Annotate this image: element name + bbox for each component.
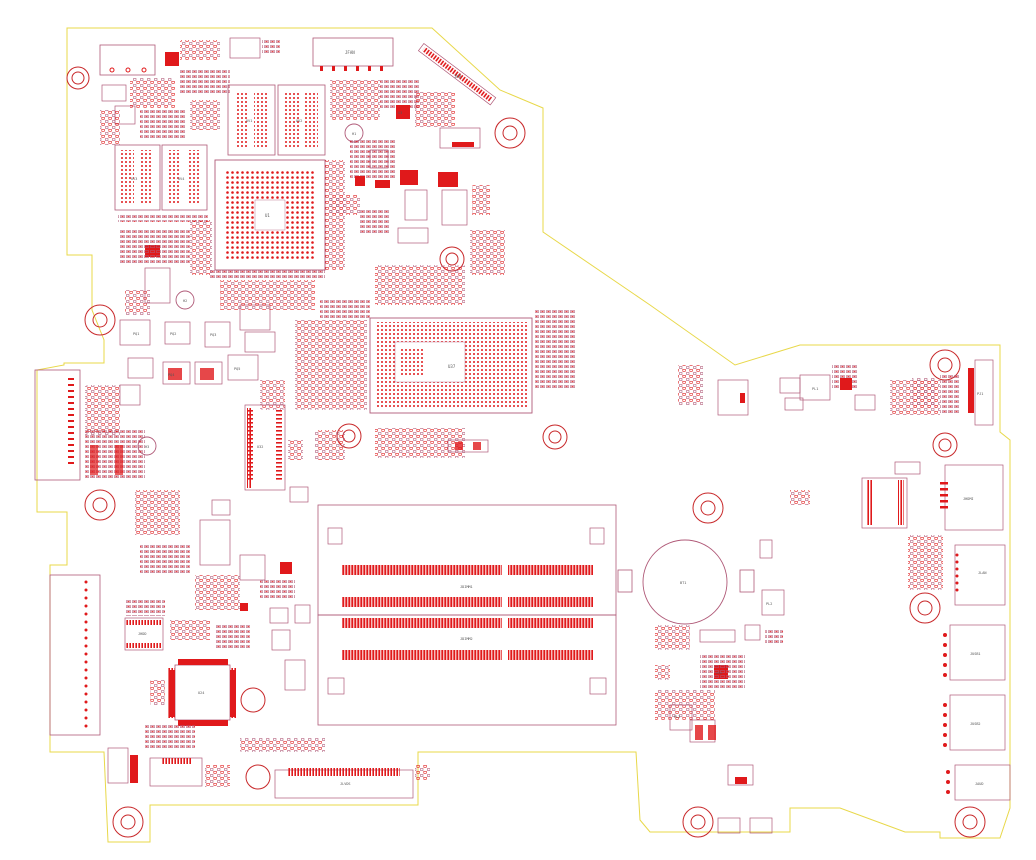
lan-label: JLAN (978, 571, 986, 575)
vram-4-label: UV4 (178, 177, 184, 181)
pch-label: U3 (398, 111, 402, 115)
mosfet-5-label: PQ5 (234, 367, 240, 371)
inductor-2-label: PL2 (766, 602, 772, 606)
power-jack (974, 359, 994, 426)
mosfet-1-label: PQ1 (133, 332, 139, 336)
power-jack-area (99, 44, 156, 76)
audio-jack-label: JAUD (975, 782, 983, 786)
inductor-3-label: PL3 (674, 715, 680, 719)
mosfet-4-label: PQ4 (168, 373, 174, 377)
sata-label: JHDD (138, 632, 146, 636)
lvds-label: JLVDS (340, 782, 351, 786)
cpu-label: U37 (448, 364, 456, 369)
usb-1-label: JUSB1 (970, 652, 981, 656)
board-outline (36, 27, 1011, 843)
keyboard-connector (417, 43, 497, 106)
usb-connector-1 (949, 624, 1006, 681)
inductor-1-label: PL1 (812, 387, 818, 391)
mosfet-2-label: PQ2 (170, 332, 176, 336)
hdmi-label: JHDMI (963, 497, 974, 501)
audio-jack (954, 764, 1011, 801)
power-chip-top (165, 52, 179, 66)
gpu-label: U1 (265, 213, 270, 218)
vram-2 (277, 84, 326, 156)
coin-battery (617, 539, 755, 625)
battery-label: BT1 (680, 581, 686, 585)
card-reader-label: U32 (257, 445, 263, 449)
vram-4 (161, 144, 208, 211)
mosfet-3-label: PQ3 (210, 333, 216, 337)
cpu-chip (369, 317, 533, 414)
dimm-slot-top-label: JDIMM1 (460, 585, 473, 589)
fan-connector-label: JFAN (345, 50, 355, 55)
vram-1 (227, 84, 276, 156)
hole-1-label: H1 (352, 132, 356, 136)
dimm-slot-bottom (317, 614, 617, 726)
pch-chip (396, 105, 410, 119)
left-connector-bottom (49, 574, 101, 736)
left-connector-bottom-pins (84, 580, 88, 728)
sata-connector (124, 617, 164, 651)
ec-chip (168, 659, 237, 726)
left-connector-top (34, 369, 81, 481)
card-reader-connector (244, 404, 286, 491)
usb-2-label: JUSB2 (970, 722, 981, 726)
fan-connector (312, 37, 394, 67)
hole-3-label: H3 (145, 445, 149, 449)
dimm-slot-bottom-label: JDIMM2 (460, 637, 473, 641)
hdmi-connector (944, 464, 1004, 531)
usb-connector-2 (949, 694, 1006, 751)
power-jack-label: PJ1 (977, 392, 983, 396)
vram-2-label: UV2 (296, 119, 302, 123)
hole-2-label: H2 (183, 299, 187, 303)
left-connector-top-pins (68, 378, 74, 464)
lan-connector (954, 544, 1006, 606)
ec-chip-label: U24 (198, 691, 204, 695)
vram-3 (114, 144, 161, 211)
vram-3-label: UV3 (131, 177, 137, 181)
vram-1-label: UV1 (246, 119, 252, 123)
keyboard-connector-label: JKB (454, 74, 462, 79)
